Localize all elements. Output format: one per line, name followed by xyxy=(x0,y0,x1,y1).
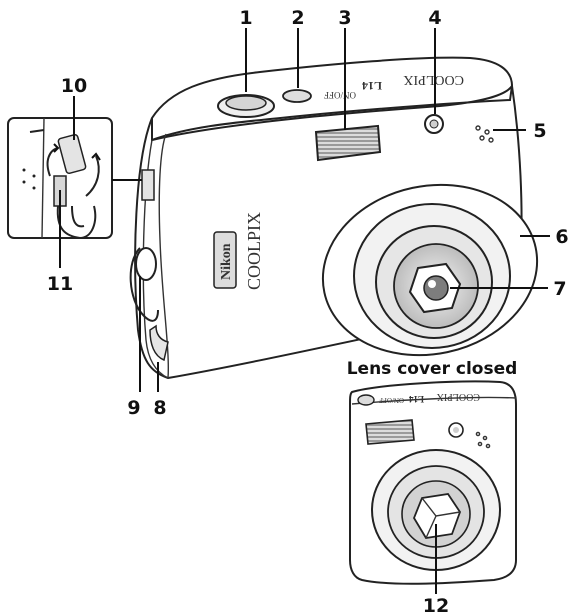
arrow-rotate-icon xyxy=(85,155,100,197)
self-timer-lamp xyxy=(424,114,444,134)
strap-eyelet xyxy=(129,247,159,322)
closed-camera-body xyxy=(349,380,517,585)
side-port xyxy=(141,169,155,201)
callout-11: 11 xyxy=(47,273,73,295)
flash-window xyxy=(314,124,382,162)
maker-label: Nikon xyxy=(219,243,234,280)
callout-7: 7 xyxy=(553,278,566,300)
callout-5: 5 xyxy=(533,120,546,142)
callout-12: 12 xyxy=(423,595,449,616)
callout-6: 6 xyxy=(555,226,568,248)
connector-cover xyxy=(149,324,169,362)
top-series-label: L14 xyxy=(362,79,382,93)
lens-assembly xyxy=(321,183,539,357)
brand-badge xyxy=(213,231,237,289)
callout-9: 9 xyxy=(127,397,140,419)
inset-title: Lens cover closed xyxy=(347,359,518,379)
closed-flash-window xyxy=(365,419,415,445)
strap-inset xyxy=(7,117,113,240)
callout-8: 8 xyxy=(153,397,166,419)
closed-camera: ON/OFF L14 COOLPIX xyxy=(349,380,517,585)
front-brand: Nikon COOLPIX xyxy=(213,212,264,290)
strap-cover-inset xyxy=(57,133,87,175)
closed-top-power-label: ON/OFF xyxy=(379,396,404,404)
model-label: COOLPIX xyxy=(244,212,264,290)
closed-top-model-label: COOLPIX xyxy=(436,391,480,402)
callout-3: 3 xyxy=(338,7,351,29)
callout-10: 10 xyxy=(61,75,87,97)
callout-4: 4 xyxy=(428,7,441,29)
camera-grip-edge xyxy=(158,133,170,379)
top-power-label: ON/OFF xyxy=(324,90,356,100)
callout-1: 1 xyxy=(239,7,252,29)
callout-2: 2 xyxy=(291,7,304,29)
camera-top-plate xyxy=(151,56,514,142)
shutter-button xyxy=(217,94,275,118)
closed-top-series-label: L14 xyxy=(408,394,424,404)
power-switch xyxy=(282,89,312,103)
top-model-label: COOLPIX xyxy=(403,72,464,87)
microphone-holes xyxy=(475,125,494,143)
